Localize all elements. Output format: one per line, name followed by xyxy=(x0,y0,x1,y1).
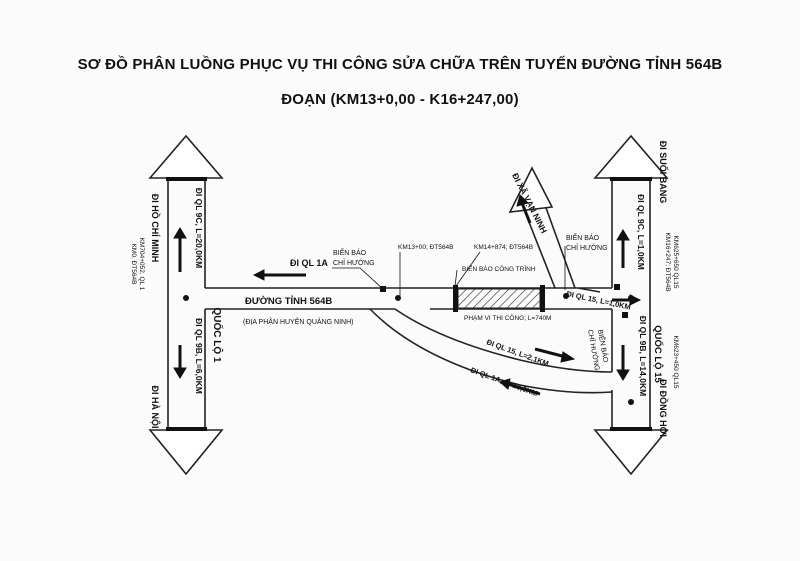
label-r-ql9c-1: ĐI QL 9C, L=1,0KM xyxy=(636,194,646,270)
label-km-left: KM704+052, QL 1 xyxy=(138,238,145,291)
arrow-van-ninh-head xyxy=(516,194,529,207)
leader-sign-1 xyxy=(332,267,384,290)
label-sign2-line2: CHỈ HƯỚNG xyxy=(566,243,608,252)
bar-top-right xyxy=(610,177,652,181)
bar-bottom-left xyxy=(166,427,207,431)
label-dt564b-km0: KM0, ĐT564B xyxy=(130,244,137,285)
arrow-ql15-head xyxy=(629,294,642,306)
arrow-ql9c-head xyxy=(173,227,187,239)
arrow-detour1-shaft xyxy=(534,347,567,359)
arrow-detour1-head xyxy=(560,351,576,363)
label-quoc-lo-15: QUỐC LỘ 15 xyxy=(652,325,664,383)
label-km23: KM623+450 QL15 xyxy=(672,336,679,389)
label-dt564b: ĐƯỜNG TỈNH 564B xyxy=(245,295,332,307)
arrow-van-ninh-shaft xyxy=(520,202,532,224)
end-bars xyxy=(166,177,652,431)
label-sign1-line2: CHỈ HƯỚNG xyxy=(333,258,375,267)
arrow-ql1a-head xyxy=(252,269,265,281)
bar-top-left xyxy=(166,177,207,181)
arrow-r-ql9b-head xyxy=(616,369,630,381)
label-sign-work: BIỂN BÁO CÔNG TRÌNH xyxy=(462,264,536,273)
junction-ql15-south xyxy=(628,399,634,405)
direction-arrows xyxy=(173,194,642,396)
bar-bottom-right xyxy=(610,427,652,431)
arrow-detour2-shaft xyxy=(507,382,541,396)
arrow-up-suoi-bang xyxy=(593,134,669,179)
arrow-down-dong-hoi xyxy=(593,429,669,476)
label-ql9c-20: ĐI QL 9C, L=20,0KM xyxy=(194,188,204,268)
label-quoc-lo-1: QUỐC LỘ 1 xyxy=(211,307,225,362)
road-outlines xyxy=(167,178,651,430)
label-sign1-line1: BIỂN BÁO xyxy=(333,248,367,257)
van-ninh-link xyxy=(577,287,601,293)
junction-km13 xyxy=(395,295,401,301)
leader-lines xyxy=(332,246,566,296)
end-arrows xyxy=(148,134,669,476)
label-dong-hoi: ĐI ĐỒNG HỚI xyxy=(658,379,669,437)
junction-ql1 xyxy=(183,295,189,301)
label-ho-chi-minh: ĐI HỒ CHÍ MINH xyxy=(150,194,161,263)
leader-km14 xyxy=(455,251,481,287)
detour-edge-upper xyxy=(394,308,613,373)
label-dt564b-note: (ĐỊA PHẬN HUYỆN QUẢNG NINH) xyxy=(243,317,353,326)
arrow-ql9b-head xyxy=(173,367,187,379)
label-ql9b-6: ĐI QL 9B, L=6,0KM xyxy=(194,318,204,394)
label-km14: KM14+874; ĐT564B xyxy=(474,244,533,251)
label-ql1a-10: ĐI QL 1A, L=10,0KM xyxy=(469,365,539,398)
arrow-up-ho-chi-minh xyxy=(148,134,224,179)
label-suoi-bang: ĐI SUỐI BANG xyxy=(658,141,669,204)
diagram-subtitle: ĐOẠN (KM13+0,00 - K16+247,00) xyxy=(281,91,519,108)
leader-sign-work xyxy=(454,269,458,287)
junction-van-ninh xyxy=(563,293,569,299)
work-zone-hatch xyxy=(457,288,541,309)
label-km16: KM16+247; ĐT564B xyxy=(664,232,671,291)
label-km13: KM13+00; ĐT564B xyxy=(398,244,453,251)
arrow-r-ql9c-head xyxy=(616,229,630,241)
barrier-right xyxy=(540,285,545,312)
arrow-down-ha-noi xyxy=(148,429,224,476)
label-ql1a: ĐI QL 1A xyxy=(290,258,328,268)
sign-post-2 xyxy=(614,284,620,290)
arrow-detour2-head xyxy=(498,378,511,390)
barrier-left xyxy=(453,285,458,312)
label-work-zone: PHẠM VI THI CÔNG; L=740M xyxy=(464,313,551,322)
label-sign2-line1: BIỂN BÁO xyxy=(566,233,600,242)
label-r-ql9b-14: ĐI QL 9B, L=14,0KM xyxy=(638,316,648,396)
diagram-title: SƠ ĐỒ PHÂN LUỒNG PHỤC VỤ THI CÔNG SỬA CH… xyxy=(77,56,723,73)
label-ha-noi: ĐI HÀ NỘI xyxy=(150,385,161,428)
van-ninh-edge-left xyxy=(524,211,556,289)
van-ninh-edge-right xyxy=(544,204,576,289)
label-km25: KM625+650 QL15 xyxy=(672,236,679,289)
sign-post-3 xyxy=(622,312,628,318)
